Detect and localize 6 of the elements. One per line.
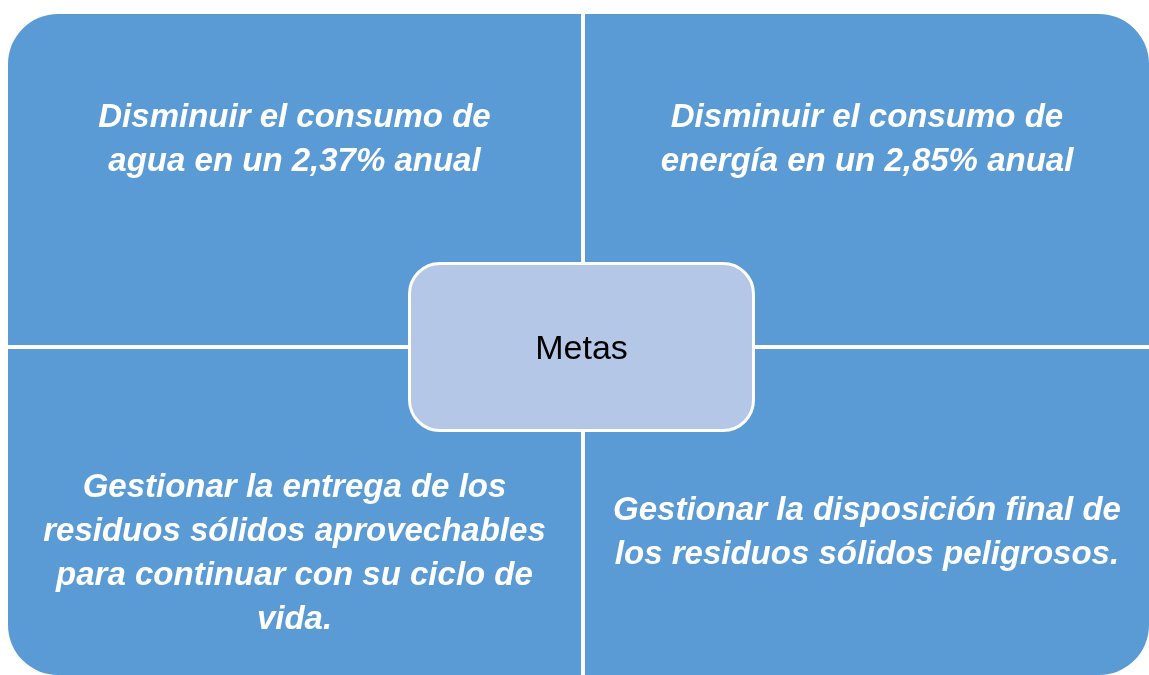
- goal-text: Disminuir el consumo de agua en un 2,37% anual: [97, 96, 492, 180]
- goal-text: Gestionar la disposición final de los residuos sólidos peligrosos.: [612, 489, 1122, 573]
- goal-text: Gestionar la entrega de los residuos sólidos aprovechables para continuar con su ciclo de vida.: [42, 466, 547, 638]
- center-box: [408, 262, 755, 432]
- goal-text: Disminuir el consumo de energía en un 2,85% anual: [659, 96, 1075, 180]
- center-label: Metas: [535, 327, 628, 367]
